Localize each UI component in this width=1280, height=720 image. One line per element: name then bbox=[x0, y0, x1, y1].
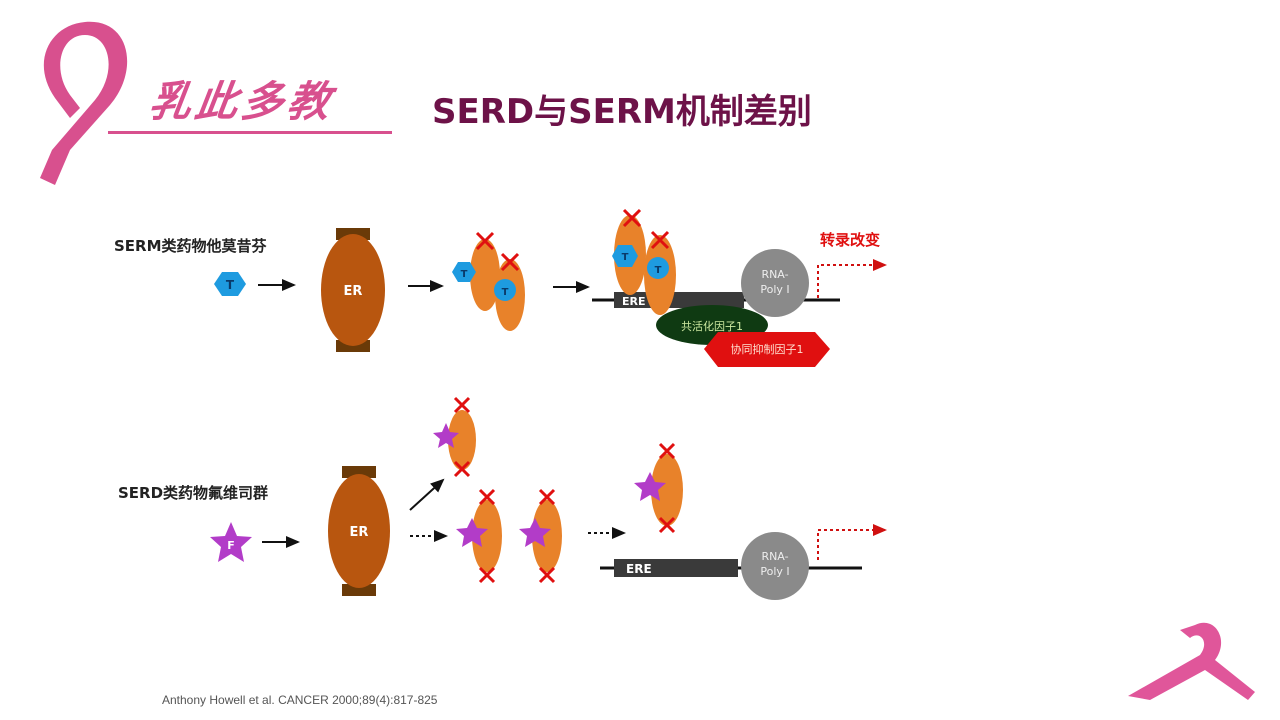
tamoxifen-bound-receptor: T bbox=[644, 230, 676, 315]
svg-text:T: T bbox=[622, 252, 629, 263]
rna-polymerase: RNA- Poly I bbox=[741, 532, 809, 600]
ere-element bbox=[614, 559, 738, 577]
fulvestrant-molecule: F bbox=[210, 522, 252, 562]
svg-text:协同抑制因子1: 协同抑制因子1 bbox=[731, 342, 804, 356]
ribbon-icon bbox=[1128, 622, 1255, 700]
ribbon-logo bbox=[40, 21, 128, 185]
citation: Anthony Howell et al. CANCER 2000;89(4):… bbox=[162, 693, 438, 707]
svg-text:T: T bbox=[502, 287, 509, 298]
slide-title: SERD与SERM机制差别 bbox=[432, 92, 812, 132]
serd-row-label: SERD类药物氟维司群 bbox=[118, 484, 269, 502]
svg-text:RNA-: RNA- bbox=[761, 268, 788, 281]
tamoxifen-bound-receptor: T bbox=[612, 208, 646, 295]
svg-text:F: F bbox=[227, 539, 235, 552]
brand-underline bbox=[108, 131, 392, 134]
estrogen-receptor: ER bbox=[321, 228, 385, 352]
svg-text:T: T bbox=[461, 269, 468, 280]
svg-text:共活化因子1: 共活化因子1 bbox=[681, 319, 743, 333]
serm-row-label: SERM类药物他莫昔芬 bbox=[114, 237, 267, 255]
svg-text:ER: ER bbox=[350, 525, 369, 540]
svg-text:Poly I: Poly I bbox=[760, 565, 789, 578]
fulvestrant-bound-receptor bbox=[634, 442, 683, 534]
estrogen-receptor: ER bbox=[328, 466, 390, 596]
svg-text:ERE: ERE bbox=[622, 295, 646, 308]
transcription-arrow bbox=[817, 259, 887, 298]
arrow bbox=[409, 478, 445, 511]
fulvestrant-bound-receptor bbox=[433, 396, 476, 478]
svg-text:T: T bbox=[226, 278, 235, 292]
tamoxifen-bound-receptor: T bbox=[494, 252, 525, 331]
rna-polymerase: RNA- Poly I bbox=[741, 249, 809, 317]
svg-text:ERE: ERE bbox=[626, 562, 652, 576]
svg-text:Poly I: Poly I bbox=[760, 283, 789, 296]
svg-text:RNA-: RNA- bbox=[761, 550, 788, 563]
tamoxifen-molecule: T bbox=[214, 272, 246, 296]
corepressor: 协同抑制因子1 bbox=[704, 332, 830, 367]
fulvestrant-bound-receptor bbox=[456, 488, 502, 584]
tamoxifen-bound-receptor: T bbox=[452, 231, 500, 311]
svg-text:ER: ER bbox=[344, 284, 363, 299]
svg-text:T: T bbox=[655, 265, 662, 276]
outcome-label: 转录改变 bbox=[820, 231, 880, 249]
transcription-arrow bbox=[817, 524, 887, 560]
fulvestrant-bound-receptor bbox=[519, 488, 562, 584]
